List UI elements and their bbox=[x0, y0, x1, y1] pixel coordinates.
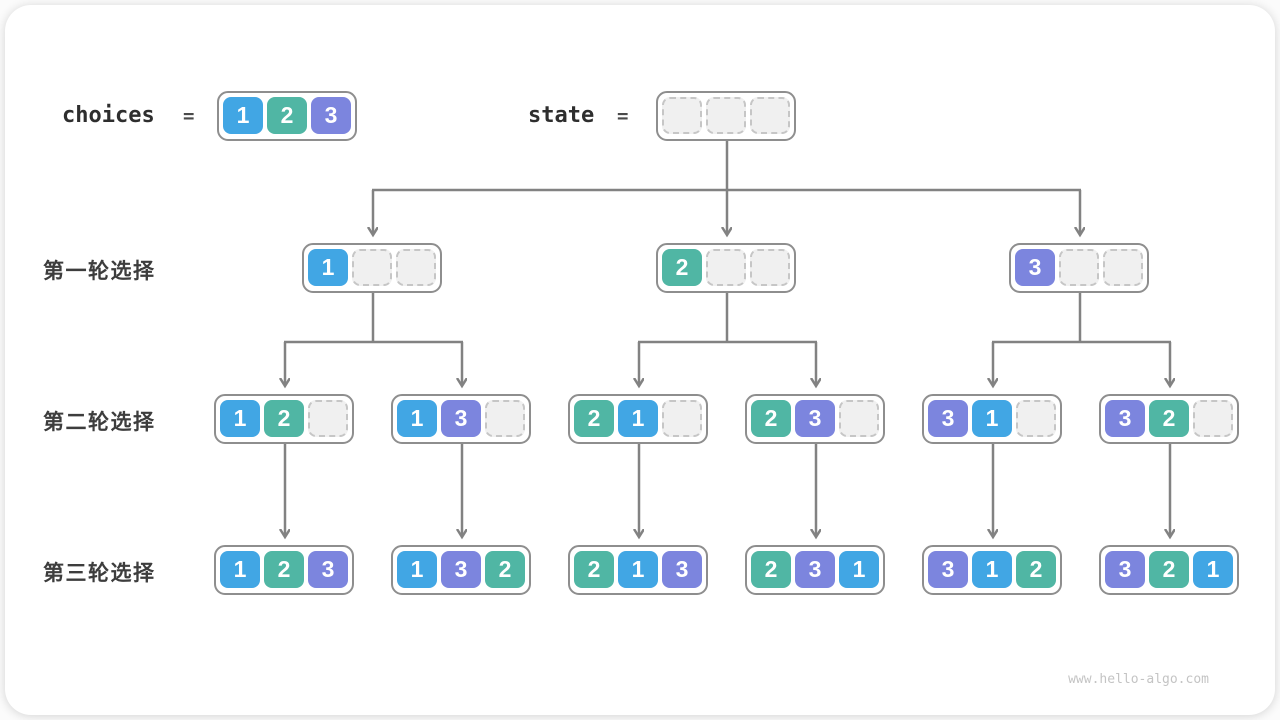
cell-empty bbox=[308, 400, 348, 437]
cell-2: 2 bbox=[267, 97, 307, 134]
cell-2: 2 bbox=[1149, 400, 1189, 437]
cell-2: 2 bbox=[485, 551, 525, 588]
cell-empty bbox=[396, 249, 436, 286]
state-box-round1-3xx: 3 bbox=[1009, 243, 1149, 293]
state-equals-sign: = bbox=[617, 105, 629, 127]
cell-2: 2 bbox=[751, 551, 791, 588]
cell-2: 2 bbox=[662, 249, 702, 286]
tree-connectors bbox=[5, 141, 1275, 715]
cell-3: 3 bbox=[1105, 551, 1145, 588]
cell-3: 3 bbox=[311, 97, 351, 134]
cell-2: 2 bbox=[751, 400, 791, 437]
cell-1: 1 bbox=[397, 551, 437, 588]
cell-3: 3 bbox=[662, 551, 702, 588]
cell-3: 3 bbox=[928, 551, 968, 588]
cell-2: 2 bbox=[264, 551, 304, 588]
cell-empty bbox=[1059, 249, 1099, 286]
state-box-round1-1xx: 1 bbox=[302, 243, 442, 293]
cell-empty bbox=[750, 97, 790, 134]
watermark: www.hello-algo.com bbox=[1068, 672, 1209, 687]
cell-3: 3 bbox=[795, 400, 835, 437]
cell-empty bbox=[706, 97, 746, 134]
row-label-round-2: 第二轮选择 bbox=[43, 411, 156, 434]
cell-1: 1 bbox=[223, 97, 263, 134]
cell-empty bbox=[352, 249, 392, 286]
cell-1: 1 bbox=[972, 551, 1012, 588]
cell-3: 3 bbox=[441, 551, 481, 588]
cell-empty bbox=[662, 400, 702, 437]
choices-label: choices bbox=[62, 103, 155, 128]
state-label: state bbox=[528, 103, 595, 128]
cell-2: 2 bbox=[264, 400, 304, 437]
state-box-round1-2xx: 2 bbox=[656, 243, 796, 293]
state-box-root bbox=[656, 91, 796, 141]
cell-2: 2 bbox=[574, 400, 614, 437]
cell-1: 1 bbox=[1193, 551, 1233, 588]
cell-1: 1 bbox=[220, 400, 260, 437]
cell-empty bbox=[1103, 249, 1143, 286]
cell-empty bbox=[662, 97, 702, 134]
cell-3: 3 bbox=[1105, 400, 1145, 437]
cell-1: 1 bbox=[972, 400, 1012, 437]
cell-2: 2 bbox=[1149, 551, 1189, 588]
cell-1: 1 bbox=[839, 551, 879, 588]
cell-3: 3 bbox=[1015, 249, 1055, 286]
cell-2: 2 bbox=[1016, 551, 1056, 588]
cell-3: 3 bbox=[795, 551, 835, 588]
cell-3: 3 bbox=[441, 400, 481, 437]
cell-1: 1 bbox=[308, 249, 348, 286]
row-label-round-3: 第三轮选择 bbox=[43, 562, 156, 585]
cell-2: 2 bbox=[574, 551, 614, 588]
cell-empty bbox=[485, 400, 525, 437]
cell-1: 1 bbox=[618, 551, 658, 588]
cell-1: 1 bbox=[220, 551, 260, 588]
choices-equals-sign: = bbox=[183, 105, 195, 127]
cell-1: 1 bbox=[397, 400, 437, 437]
cell-3: 3 bbox=[928, 400, 968, 437]
cell-empty bbox=[839, 400, 879, 437]
cell-1: 1 bbox=[618, 400, 658, 437]
cell-3: 3 bbox=[308, 551, 348, 588]
cell-empty bbox=[750, 249, 790, 286]
cell-empty bbox=[1016, 400, 1056, 437]
cell-empty bbox=[706, 249, 746, 286]
row-label-round-1: 第一轮选择 bbox=[43, 260, 156, 283]
cell-empty bbox=[1193, 400, 1233, 437]
